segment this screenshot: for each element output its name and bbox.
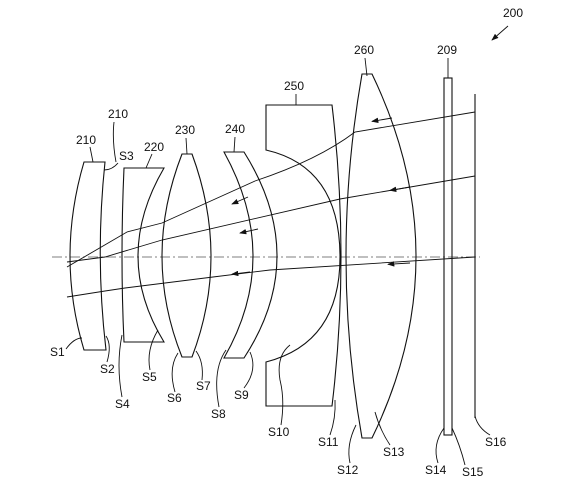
label-lens-230: 230 <box>175 123 195 137</box>
ray-arrow-2 <box>389 186 411 193</box>
surface-label-s4: S4 <box>115 397 130 411</box>
leader-s8 <box>216 349 227 408</box>
leader-s13 <box>374 411 391 446</box>
leader-s11 <box>329 399 336 436</box>
ray-arrow-4 <box>231 196 249 205</box>
lens-240 <box>223 151 278 359</box>
label-lens-260: 260 <box>354 43 374 57</box>
ray-middle <box>66 175 476 263</box>
surface-label-s7: S7 <box>196 379 211 393</box>
surface-label-s14: S14 <box>425 463 447 477</box>
surface-label-s11: S11 <box>318 435 339 449</box>
lens-210 <box>69 161 107 351</box>
leader-s9 <box>243 351 254 389</box>
leader-s6 <box>171 352 179 393</box>
label-lens-210: 210 <box>76 133 96 147</box>
figure-ref-label: 200 <box>503 6 523 20</box>
surface-label-s16: S16 <box>485 435 507 449</box>
leader-s15 <box>451 427 466 466</box>
leader-s2 <box>105 335 110 363</box>
leader-s14 <box>435 427 445 464</box>
surface-label-s2: S2 <box>100 362 115 376</box>
label-lens-210-leader: 210 <box>108 107 128 121</box>
leader-s16 <box>474 415 491 436</box>
ray-arrow-6 <box>231 270 251 277</box>
ray-arrow-5 <box>239 228 259 235</box>
label-filter-209: 209 <box>437 43 457 57</box>
label-lens-240: 240 <box>225 122 245 136</box>
leader-s1 <box>65 337 83 350</box>
surface-label-s15: S15 <box>462 465 484 479</box>
surface-label-s1: S1 <box>50 345 65 359</box>
leader-s10 <box>278 344 291 426</box>
leader-s12 <box>348 424 357 464</box>
label-lens-250: 250 <box>284 79 304 93</box>
lens-250 <box>265 104 342 407</box>
surface-label-s5: S5 <box>142 370 157 384</box>
leader-lens-230 <box>185 137 188 155</box>
lens-230 <box>161 153 212 358</box>
figure-ref-arrow <box>491 25 509 41</box>
lens-220 <box>121 167 165 343</box>
leader-s4 <box>118 334 123 398</box>
leader-210-s3 <box>112 121 117 163</box>
leader-lens-260 <box>364 57 368 77</box>
leader-lens-240 <box>233 136 236 153</box>
filter-209 <box>443 77 453 436</box>
surface-label-s13: S13 <box>383 445 405 459</box>
leader-s7 <box>195 350 203 381</box>
surface-label-s3: S3 <box>119 149 134 163</box>
label-lens-220: 220 <box>144 140 164 154</box>
ray-lower <box>66 256 476 298</box>
leader-s5 <box>148 329 159 371</box>
ray-arrow-1 <box>371 117 393 124</box>
lens-260 <box>345 73 417 439</box>
surface-label-s6: S6 <box>167 391 182 405</box>
ray-arrow-3 <box>387 261 411 267</box>
surface-label-s10: S10 <box>268 425 290 439</box>
leader-s3 <box>103 162 119 171</box>
ray-upper <box>66 111 476 268</box>
surface-label-s9: S9 <box>234 388 249 402</box>
leader-lens-210 <box>89 146 94 163</box>
surface-label-s12: S12 <box>337 463 359 477</box>
surface-label-s8: S8 <box>211 407 226 421</box>
leader-lens-220 <box>145 153 153 169</box>
